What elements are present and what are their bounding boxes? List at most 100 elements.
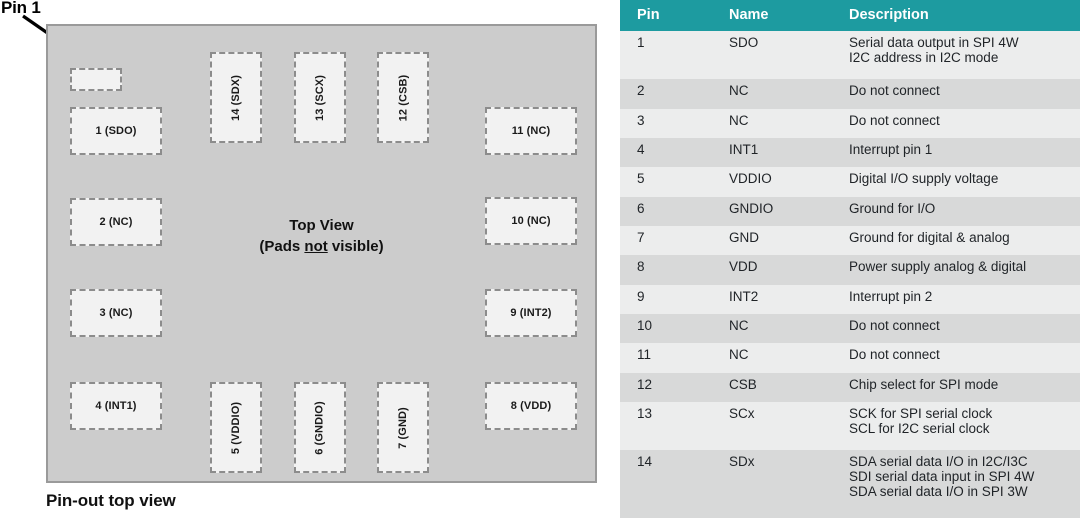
pad-8: 8 (VDD): [485, 382, 577, 430]
description-line: SDA serial data I/O in SPI 3W: [849, 484, 1028, 500]
subtitle-post: visible): [327, 238, 384, 255]
cell-description: Interrupt pin 2: [832, 284, 1080, 314]
top-view-subtitle: (Pads not visible): [46, 236, 597, 257]
pad-3: 3 (NC): [70, 289, 162, 337]
pad-11: 11 (NC): [485, 107, 577, 155]
cell-description: Ground for I/O: [832, 196, 1080, 226]
cell-name: SCx: [712, 401, 832, 451]
pad-2-label: 2 (NC): [99, 216, 133, 228]
description-line: Chip select for SPI mode: [849, 376, 999, 392]
pad-14: 14 (SDX): [210, 52, 262, 143]
cell-name: SDO: [712, 31, 832, 80]
description-line: Interrupt pin 2: [849, 288, 933, 304]
cell-name: SDx: [712, 450, 832, 518]
cell-pin: 14: [620, 450, 712, 518]
pad-5: 5 (VDDIO): [210, 382, 262, 473]
column-header-name: Name: [712, 0, 832, 31]
cell-pin: 9: [620, 284, 712, 314]
description-line: Do not connect: [849, 347, 940, 363]
cell-pin: 2: [620, 79, 712, 109]
pad-6-label: 6 (GNDIO): [314, 400, 326, 455]
pad-4: 4 (INT1): [70, 382, 162, 430]
pad-14-label: 14 (SDX): [229, 74, 242, 121]
cell-pin: 3: [620, 108, 712, 139]
description-line: Digital I/O supply voltage: [849, 171, 999, 187]
cell-pin: 4: [620, 138, 712, 168]
cell-description: Do not connect: [832, 79, 1080, 109]
cell-pin: 10: [620, 313, 712, 344]
cell-description: Chip select for SPI mode: [832, 372, 1080, 402]
pin1-callout-label: Pin 1: [1, 0, 41, 17]
pad-7-label: 7 (GND): [397, 406, 409, 449]
column-header-description: Description: [832, 0, 1080, 31]
cell-pin: 12: [620, 372, 712, 402]
description-line: SDI serial data input in SPI 4W: [849, 469, 1035, 485]
pinout-diagram-panel: Pin 1 1 (SDO) 2 (NC) 3 (NC) 4 (INT1) 14 …: [1, 0, 597, 510]
cell-name: VDDIO: [712, 167, 832, 197]
description-line: Serial data output in SPI 4W: [849, 35, 1019, 50]
pad-12: 12 (CSB): [377, 52, 429, 143]
diagram-caption: Pin-out top view: [46, 491, 176, 510]
subtitle-emphasis: not: [304, 238, 328, 255]
cell-description: Do not connect: [832, 108, 1080, 139]
cell-name: NC: [712, 313, 832, 344]
pad-12-label: 12 (CSB): [397, 74, 409, 121]
pad-9: 9 (INT2): [485, 289, 577, 337]
cell-name: GND: [712, 226, 832, 256]
pad-10: 10 (NC): [485, 197, 577, 245]
description-line: SDA serial data I/O in I2C/I3C: [849, 454, 1028, 470]
cell-pin: 1: [620, 31, 712, 80]
top-view-label: Top View (Pads not visible): [46, 215, 597, 257]
cell-pin: 7: [620, 226, 712, 256]
top-view-title: Top View: [289, 217, 354, 234]
description-line: Do not connect: [849, 83, 940, 99]
cell-name: NC: [712, 343, 832, 373]
cell-description: Do not connect: [832, 343, 1080, 373]
cell-name: INT2: [712, 284, 832, 314]
pad-2: 2 (NC): [70, 198, 162, 246]
description-line: I2C address in I2C mode: [849, 50, 999, 65]
cell-pin: 13: [620, 401, 712, 451]
pad-6: 6 (GNDIO): [294, 382, 346, 473]
cell-description: Do not connect: [832, 313, 1080, 344]
cell-description: Digital I/O supply voltage: [832, 167, 1080, 197]
cell-name: NC: [712, 108, 832, 139]
cell-pin: 8: [620, 255, 712, 285]
pad-7: 7 (GND): [377, 382, 429, 473]
cell-pin: 11: [620, 343, 712, 373]
description-line: Power supply analog & digital: [849, 259, 1027, 275]
pin1-marker-pad: [70, 68, 122, 91]
cell-description: Interrupt pin 1: [832, 138, 1080, 168]
cell-pin: 6: [620, 196, 712, 226]
column-header-pin: Pin: [620, 0, 712, 31]
pad-10-label: 10 (NC): [511, 215, 551, 227]
pad-5-label: 5 (VDDIO): [230, 401, 242, 454]
table-header-row: Pin Name Description: [620, 0, 1080, 31]
cell-name: GNDIO: [712, 196, 832, 226]
pad-8-label: 8 (VDD): [510, 400, 552, 412]
cell-name: INT1: [712, 138, 832, 168]
cell-name: CSB: [712, 372, 832, 402]
cell-description: Ground for digital & analog: [832, 226, 1080, 256]
pad-1: 1 (SDO): [70, 107, 162, 155]
pad-1-label: 1 (SDO): [95, 125, 137, 137]
pad-13: 13 (SCX): [294, 52, 346, 143]
description-line: Ground for digital & analog: [849, 230, 1010, 245]
subtitle-pre: (Pads: [259, 238, 305, 255]
